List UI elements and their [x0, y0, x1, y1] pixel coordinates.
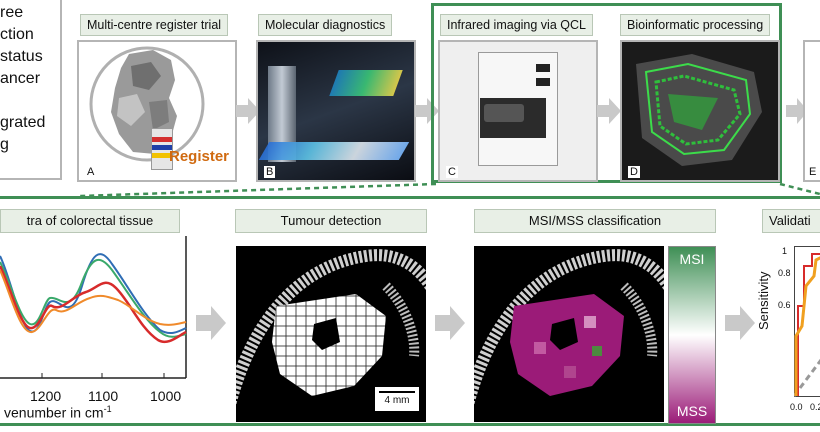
roc-plot	[794, 246, 820, 397]
panel-c-title: Infrared imaging via QCL	[440, 14, 593, 36]
spectra-tick: 1100	[88, 388, 119, 404]
panel-e-image: E	[803, 40, 820, 182]
arrow-right-icon	[725, 306, 755, 340]
intro-line: ree	[0, 4, 24, 21]
spectra-tick: 1200	[30, 388, 62, 404]
validation-ytick: 0.8	[778, 268, 791, 278]
register-stamp	[151, 128, 173, 170]
msi-title: MSI/MSS classification	[474, 209, 716, 233]
spectra-xlabel: venumber in cm-1	[4, 404, 112, 421]
arrow-right-icon	[786, 98, 808, 124]
spectra-tick: 1000	[150, 388, 182, 404]
intro-box-border	[0, 0, 62, 180]
arrow-right-icon	[435, 306, 465, 340]
register-text: Register	[169, 148, 230, 165]
tumour-grid-icon	[236, 249, 426, 406]
panel-d-image: D	[620, 40, 780, 182]
panel-a-title: Multi-centre register trial	[80, 14, 229, 36]
panel-c-tag: C	[446, 166, 458, 178]
panel-b-title: Molecular diagnostics	[258, 14, 393, 36]
msi-colorbar: MSI MSS	[668, 246, 716, 424]
tumour-image: 4 mm	[236, 246, 426, 422]
intro-line: ancer	[0, 70, 41, 87]
validation-xtick: 0.0	[790, 402, 803, 412]
mss-label: MSS	[676, 403, 708, 419]
arrow-right-icon	[597, 98, 621, 124]
tumour-title: Tumour detection	[235, 209, 427, 233]
spectra-xlabel-sup: -1	[103, 404, 112, 414]
panel-a-map: Register A	[77, 40, 237, 182]
intro-line: ction	[0, 26, 34, 43]
arrow-right-icon	[196, 306, 226, 340]
arrow-right-icon	[236, 98, 260, 124]
validation-ylabel: Sensitivity	[756, 271, 771, 330]
bioinformatic-tissue-icon	[636, 54, 762, 166]
spectra-title: tra of colorectal tissue	[0, 209, 180, 233]
panel-d-title: Bioinformatic processing	[620, 14, 771, 36]
validation-ytick: 0.6	[778, 300, 791, 310]
msi-image	[474, 246, 664, 422]
bottom-frame	[0, 196, 820, 426]
scalebar: 4 mm	[374, 386, 420, 412]
intro-line: status	[0, 48, 43, 65]
spectra-plot	[0, 236, 187, 379]
highlight-box	[431, 3, 782, 183]
panel-b-tag: B	[264, 166, 276, 178]
validation-xtick: 0.2	[810, 402, 820, 412]
scalebar-label: 4 mm	[384, 395, 410, 406]
panel-b-photo: B	[256, 40, 416, 182]
validation-title: Validati	[762, 209, 820, 233]
intro-text: ree ction status ancer grated g	[0, 2, 60, 156]
msi-label: MSI	[679, 251, 705, 267]
panel-a-tag: A	[85, 166, 97, 178]
panel-d-tag: D	[628, 166, 640, 178]
zoom-connector	[79, 182, 820, 198]
panel-c-photo: C	[438, 40, 598, 182]
intro-line: grated	[0, 114, 46, 131]
intro-line: g	[0, 136, 9, 153]
panel-e-tag: E	[807, 166, 819, 178]
validation-ytick: 1	[782, 246, 788, 256]
msi-map-icon	[474, 249, 664, 406]
spectra-xlabel-text: venumber in cm	[4, 404, 104, 421]
